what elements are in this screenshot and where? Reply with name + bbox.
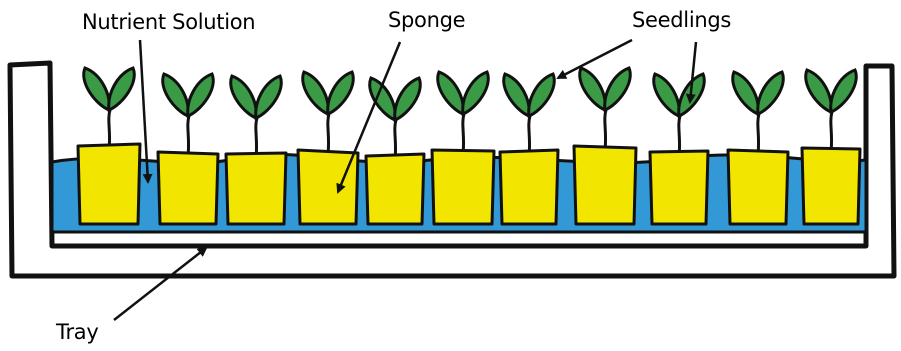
sponge [432, 150, 494, 224]
leaf [163, 74, 189, 116]
sponge-label: Sponge [388, 8, 465, 32]
sponge [500, 150, 558, 224]
leaf [303, 72, 329, 114]
seedling-in-sponge [158, 74, 218, 224]
sponge [78, 144, 140, 224]
stem [188, 116, 189, 156]
leaf [328, 72, 354, 114]
seedling-in-sponge [226, 76, 286, 224]
stem [605, 110, 606, 150]
leaf [109, 68, 135, 110]
seedling-in-sponge [366, 78, 424, 224]
leaf [84, 68, 110, 110]
stem [758, 114, 759, 154]
leaf [395, 78, 421, 120]
tray-label: Tray [56, 320, 98, 344]
seedlings-group [78, 68, 860, 224]
leaf [256, 76, 282, 118]
sponge [366, 154, 424, 224]
sponge [802, 148, 860, 224]
sponge [728, 150, 788, 224]
seedling-in-sponge [802, 70, 860, 224]
leaf [605, 68, 631, 110]
stem [463, 114, 464, 154]
leaf [529, 74, 555, 116]
leaf [580, 68, 606, 110]
leaf [758, 72, 784, 114]
seedling-in-sponge [500, 74, 558, 224]
sponge [298, 150, 358, 224]
leaf [806, 70, 832, 112]
leaf [504, 74, 530, 116]
leaf [438, 72, 464, 114]
seedlings-label: Seedlings [632, 8, 731, 32]
leaf [733, 72, 759, 114]
sponge [650, 151, 708, 224]
leaf [463, 72, 489, 114]
leaf [654, 74, 680, 116]
seedling-in-sponge [432, 72, 494, 224]
leaf [231, 76, 257, 118]
leaf [188, 74, 214, 116]
seedling-in-sponge [574, 68, 636, 224]
sponge [574, 146, 636, 224]
sponge [158, 152, 218, 224]
seedling-in-sponge [298, 72, 358, 224]
leaf [831, 70, 857, 112]
seedling-in-sponge [650, 74, 708, 224]
seedling-in-sponge [78, 68, 140, 224]
seedling-in-sponge [728, 72, 788, 224]
nutrient-solution-label: Nutrient Solution [82, 10, 255, 34]
sponge [226, 153, 286, 224]
stem [328, 114, 329, 154]
stem [831, 112, 832, 152]
